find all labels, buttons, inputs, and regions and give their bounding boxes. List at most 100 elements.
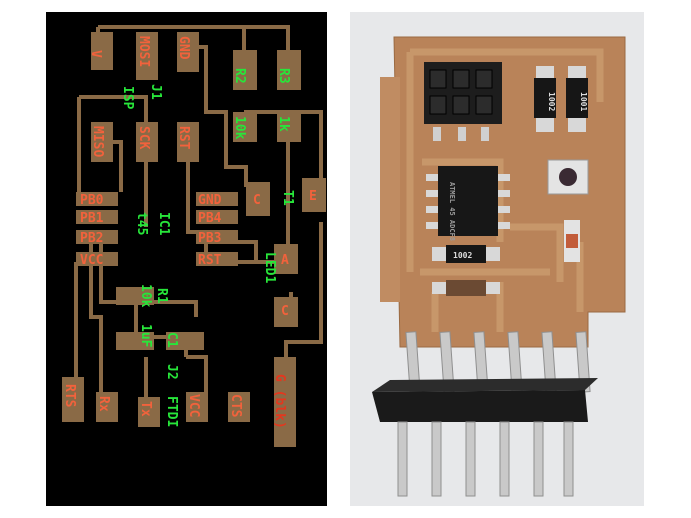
trace xyxy=(89,242,103,407)
label-v: V xyxy=(88,50,103,58)
pad-r1-a xyxy=(116,287,154,305)
pad-led-c xyxy=(274,297,298,327)
pad-pb0 xyxy=(76,192,118,206)
resistor-c-marking: 1002 xyxy=(453,251,472,260)
label-pb3: PB3 xyxy=(198,231,221,246)
pcb-board-edge xyxy=(380,77,400,302)
label-j2: J2 xyxy=(164,364,179,380)
label-a-pad: A xyxy=(281,253,289,268)
label-rst-top: RST xyxy=(176,126,191,150)
pad-c1-b xyxy=(166,332,204,350)
layout-labels: V MOSI GND R2 R3 J1 ISP 10k 1k MISO SCK … xyxy=(62,36,317,429)
ftdi-pins-upper xyxy=(405,331,591,393)
pcb-photo-panel: 1002 1001 ATMEL 45 ADCF8 1002 xyxy=(350,12,644,506)
chip-marking: ATMEL 45 ADCF8 xyxy=(448,182,456,241)
trace xyxy=(186,355,208,402)
label-sck: SCK xyxy=(136,126,151,150)
resistor-r2 xyxy=(534,78,556,118)
pcb-photo-illustration: 1002 1001 ATMEL 45 ADCF8 1002 xyxy=(372,36,626,497)
label-j1: J1 xyxy=(148,84,163,100)
pad-g-blk xyxy=(274,357,296,447)
label-t1: T1 xyxy=(280,190,295,206)
label-e-pad: E xyxy=(309,189,317,204)
chip-body xyxy=(438,166,498,236)
pad-pb3 xyxy=(196,230,238,244)
label-pb0: PB0 xyxy=(80,193,104,208)
resistor-r3 xyxy=(566,78,588,118)
label-mosi: MOSI xyxy=(136,36,151,67)
pad-gnd-ic xyxy=(196,192,238,206)
resistor-r1: 1002 xyxy=(432,245,500,263)
label-r1-value: 10k xyxy=(138,284,153,308)
pad-rst-top xyxy=(177,122,199,162)
pad-v xyxy=(91,32,113,70)
ftdi-pins-lower xyxy=(397,421,574,497)
pad-r2-a xyxy=(233,50,257,90)
trace xyxy=(231,240,258,262)
led xyxy=(564,220,580,262)
pad-pb4 xyxy=(196,210,238,224)
label-led1: LED1 xyxy=(262,252,277,283)
pad-led-a xyxy=(274,244,298,274)
label-miso: MISO xyxy=(90,126,105,157)
label-gnd-ic: GND xyxy=(198,193,222,208)
label-r3: R3 xyxy=(276,68,291,84)
label-vcc-left: VCC xyxy=(80,253,103,268)
label-rts: RTS xyxy=(62,384,77,408)
label-ftdi: FTDI xyxy=(164,396,179,427)
label-gnd-top: GND xyxy=(176,36,191,60)
pad-r3-a xyxy=(277,50,301,90)
trace xyxy=(136,300,198,317)
trace xyxy=(198,45,248,187)
pad-r2-b xyxy=(233,112,257,142)
label-tx: Tx xyxy=(138,401,153,417)
label-c-pad: C xyxy=(253,193,261,208)
label-r2-value: 10k xyxy=(232,116,247,140)
pad-t1-e xyxy=(302,178,326,212)
trace xyxy=(79,95,148,122)
label-g-blk: G (blk) xyxy=(272,374,287,429)
copper-traces xyxy=(74,25,323,407)
pcb-layout-panel: V MOSI GND R2 R3 J1 ISP 10k 1k MISO SCK … xyxy=(46,12,327,506)
resistor-pair: 1002 1001 xyxy=(534,66,588,132)
isp-header xyxy=(424,62,502,141)
trace xyxy=(244,110,323,182)
label-pb2: PB2 xyxy=(80,231,103,246)
trace xyxy=(98,25,290,52)
pad-pb1 xyxy=(76,210,118,224)
pad-cts xyxy=(228,392,250,422)
pad-gnd-top xyxy=(177,32,199,72)
copper-pads xyxy=(62,32,326,447)
label-r2: R2 xyxy=(232,68,247,84)
label-c1-value: 1uF xyxy=(138,324,153,348)
trace xyxy=(284,222,323,357)
label-t45: t45 xyxy=(134,212,149,235)
label-r1: R1 xyxy=(154,288,169,304)
pad-rx xyxy=(96,392,118,422)
resistor-a-marking: 1002 xyxy=(547,92,556,111)
pad-rst-ic xyxy=(196,252,238,266)
ftdi-header xyxy=(372,331,598,497)
pad-vcc-bottom xyxy=(186,392,208,422)
label-ic1: IC1 xyxy=(156,212,171,236)
pad-r3-b xyxy=(277,112,301,142)
label-cts: CTS xyxy=(228,394,243,418)
label-c-led: C xyxy=(281,304,289,319)
pad-vcc-left xyxy=(76,252,118,266)
pad-tx xyxy=(138,397,160,427)
pad-sck xyxy=(136,122,158,162)
label-rst-ic: RST xyxy=(198,253,222,268)
pad-mosi xyxy=(136,32,158,80)
label-pb4: PB4 xyxy=(198,211,222,226)
pad-pb2 xyxy=(76,230,118,244)
pad-t1-c xyxy=(246,182,270,216)
label-r3-value: 1k xyxy=(276,116,291,132)
pcb-layout-drawing: V MOSI GND R2 R3 J1 ISP 10k 1k MISO SCK … xyxy=(62,25,326,447)
capacitor-c1 xyxy=(432,280,500,296)
attiny45-chip: ATMEL 45 ADCF8 xyxy=(426,166,510,241)
resistor-b-marking: 1001 xyxy=(579,92,588,111)
photo-traces xyxy=(406,48,604,332)
label-isp: ISP xyxy=(120,86,135,110)
label-c1: C1 xyxy=(164,332,179,348)
phototransistor xyxy=(547,159,589,195)
